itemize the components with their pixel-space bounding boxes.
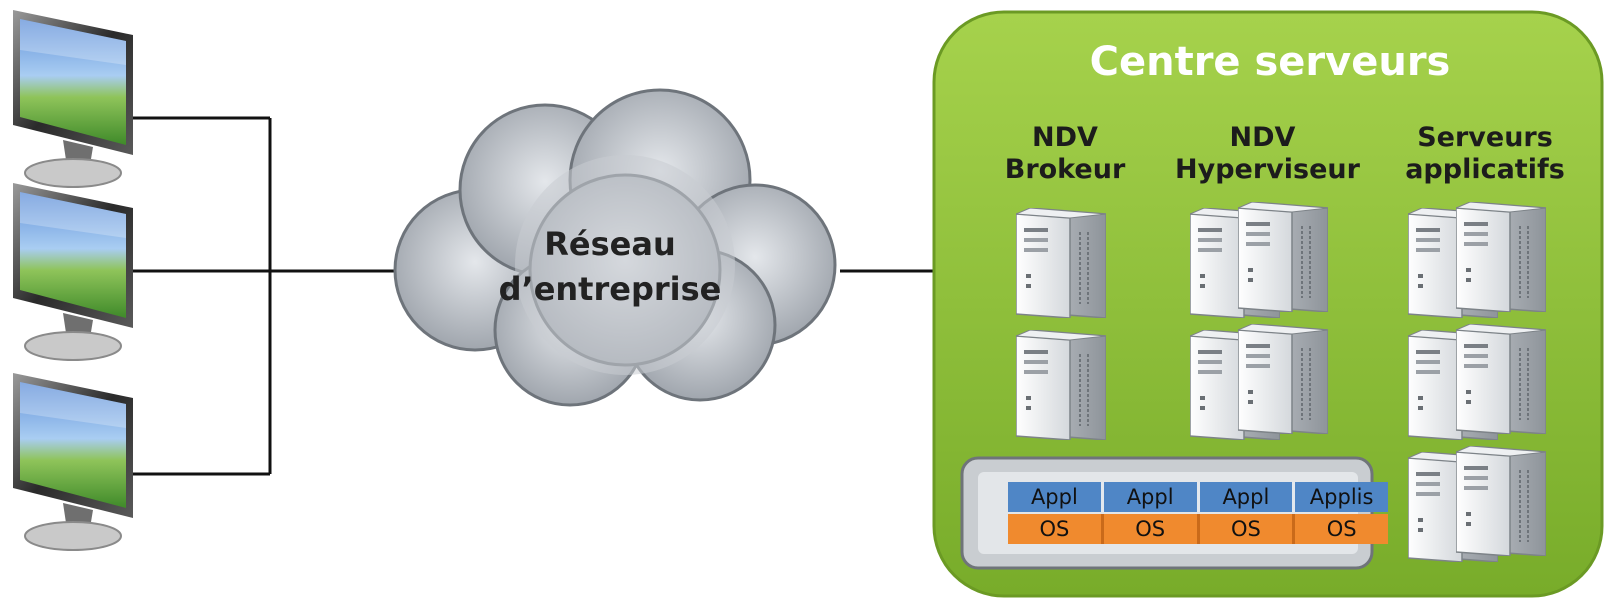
- column-label-line: Hyperviseur: [1175, 154, 1360, 186]
- vm-os-cell: OS: [1199, 514, 1296, 544]
- vm-os-cell: OS: [1008, 514, 1104, 544]
- vm-os-cell: OS: [1103, 514, 1200, 544]
- datacenter-title: Centre serveurs: [1089, 39, 1451, 85]
- server-icon: [1016, 330, 1106, 440]
- server-icon: [1238, 202, 1328, 312]
- network-label: Réseau d’entreprise: [480, 222, 740, 312]
- column-label-line: Brokeur: [1004, 154, 1126, 186]
- column-label-line: NDV: [1229, 122, 1296, 153]
- vm-app-cell: Appl: [1008, 482, 1104, 512]
- server-icon: [1456, 324, 1546, 434]
- cloud-icon: [393, 88, 837, 407]
- server-icon: [1456, 446, 1546, 556]
- monitor-icon: [12, 9, 134, 188]
- monitor-icon: [12, 182, 134, 361]
- server-icon: [1238, 324, 1328, 434]
- column-label-app-servers: Serveurs applicatifs: [1390, 122, 1580, 187]
- vm-os-row: OS OS OS OS: [1008, 514, 1388, 544]
- server-icon: [1016, 208, 1106, 318]
- vm-app-cell: Appl: [1199, 482, 1296, 512]
- server-icon: [1456, 202, 1546, 312]
- network-label-line: d’entreprise: [498, 269, 722, 308]
- monitor-icon: [12, 372, 134, 551]
- column-label-hypervisor: NDV Hyperviseur: [1175, 122, 1360, 187]
- vm-app-cell: Applis: [1295, 482, 1388, 512]
- network-label-line: Réseau: [544, 225, 676, 263]
- column-label-line: Serveurs: [1417, 122, 1553, 153]
- network-connectors: [118, 116, 952, 476]
- vm-app-row: Appl Appl Appl Applis: [1008, 482, 1388, 512]
- vm-app-cell: Appl: [1103, 482, 1200, 512]
- column-label-line: NDV: [1032, 122, 1098, 153]
- vm-os-cell: OS: [1295, 514, 1388, 544]
- column-label-line: applicatifs: [1405, 154, 1565, 186]
- column-label-broker: NDV Brokeur: [1000, 122, 1130, 187]
